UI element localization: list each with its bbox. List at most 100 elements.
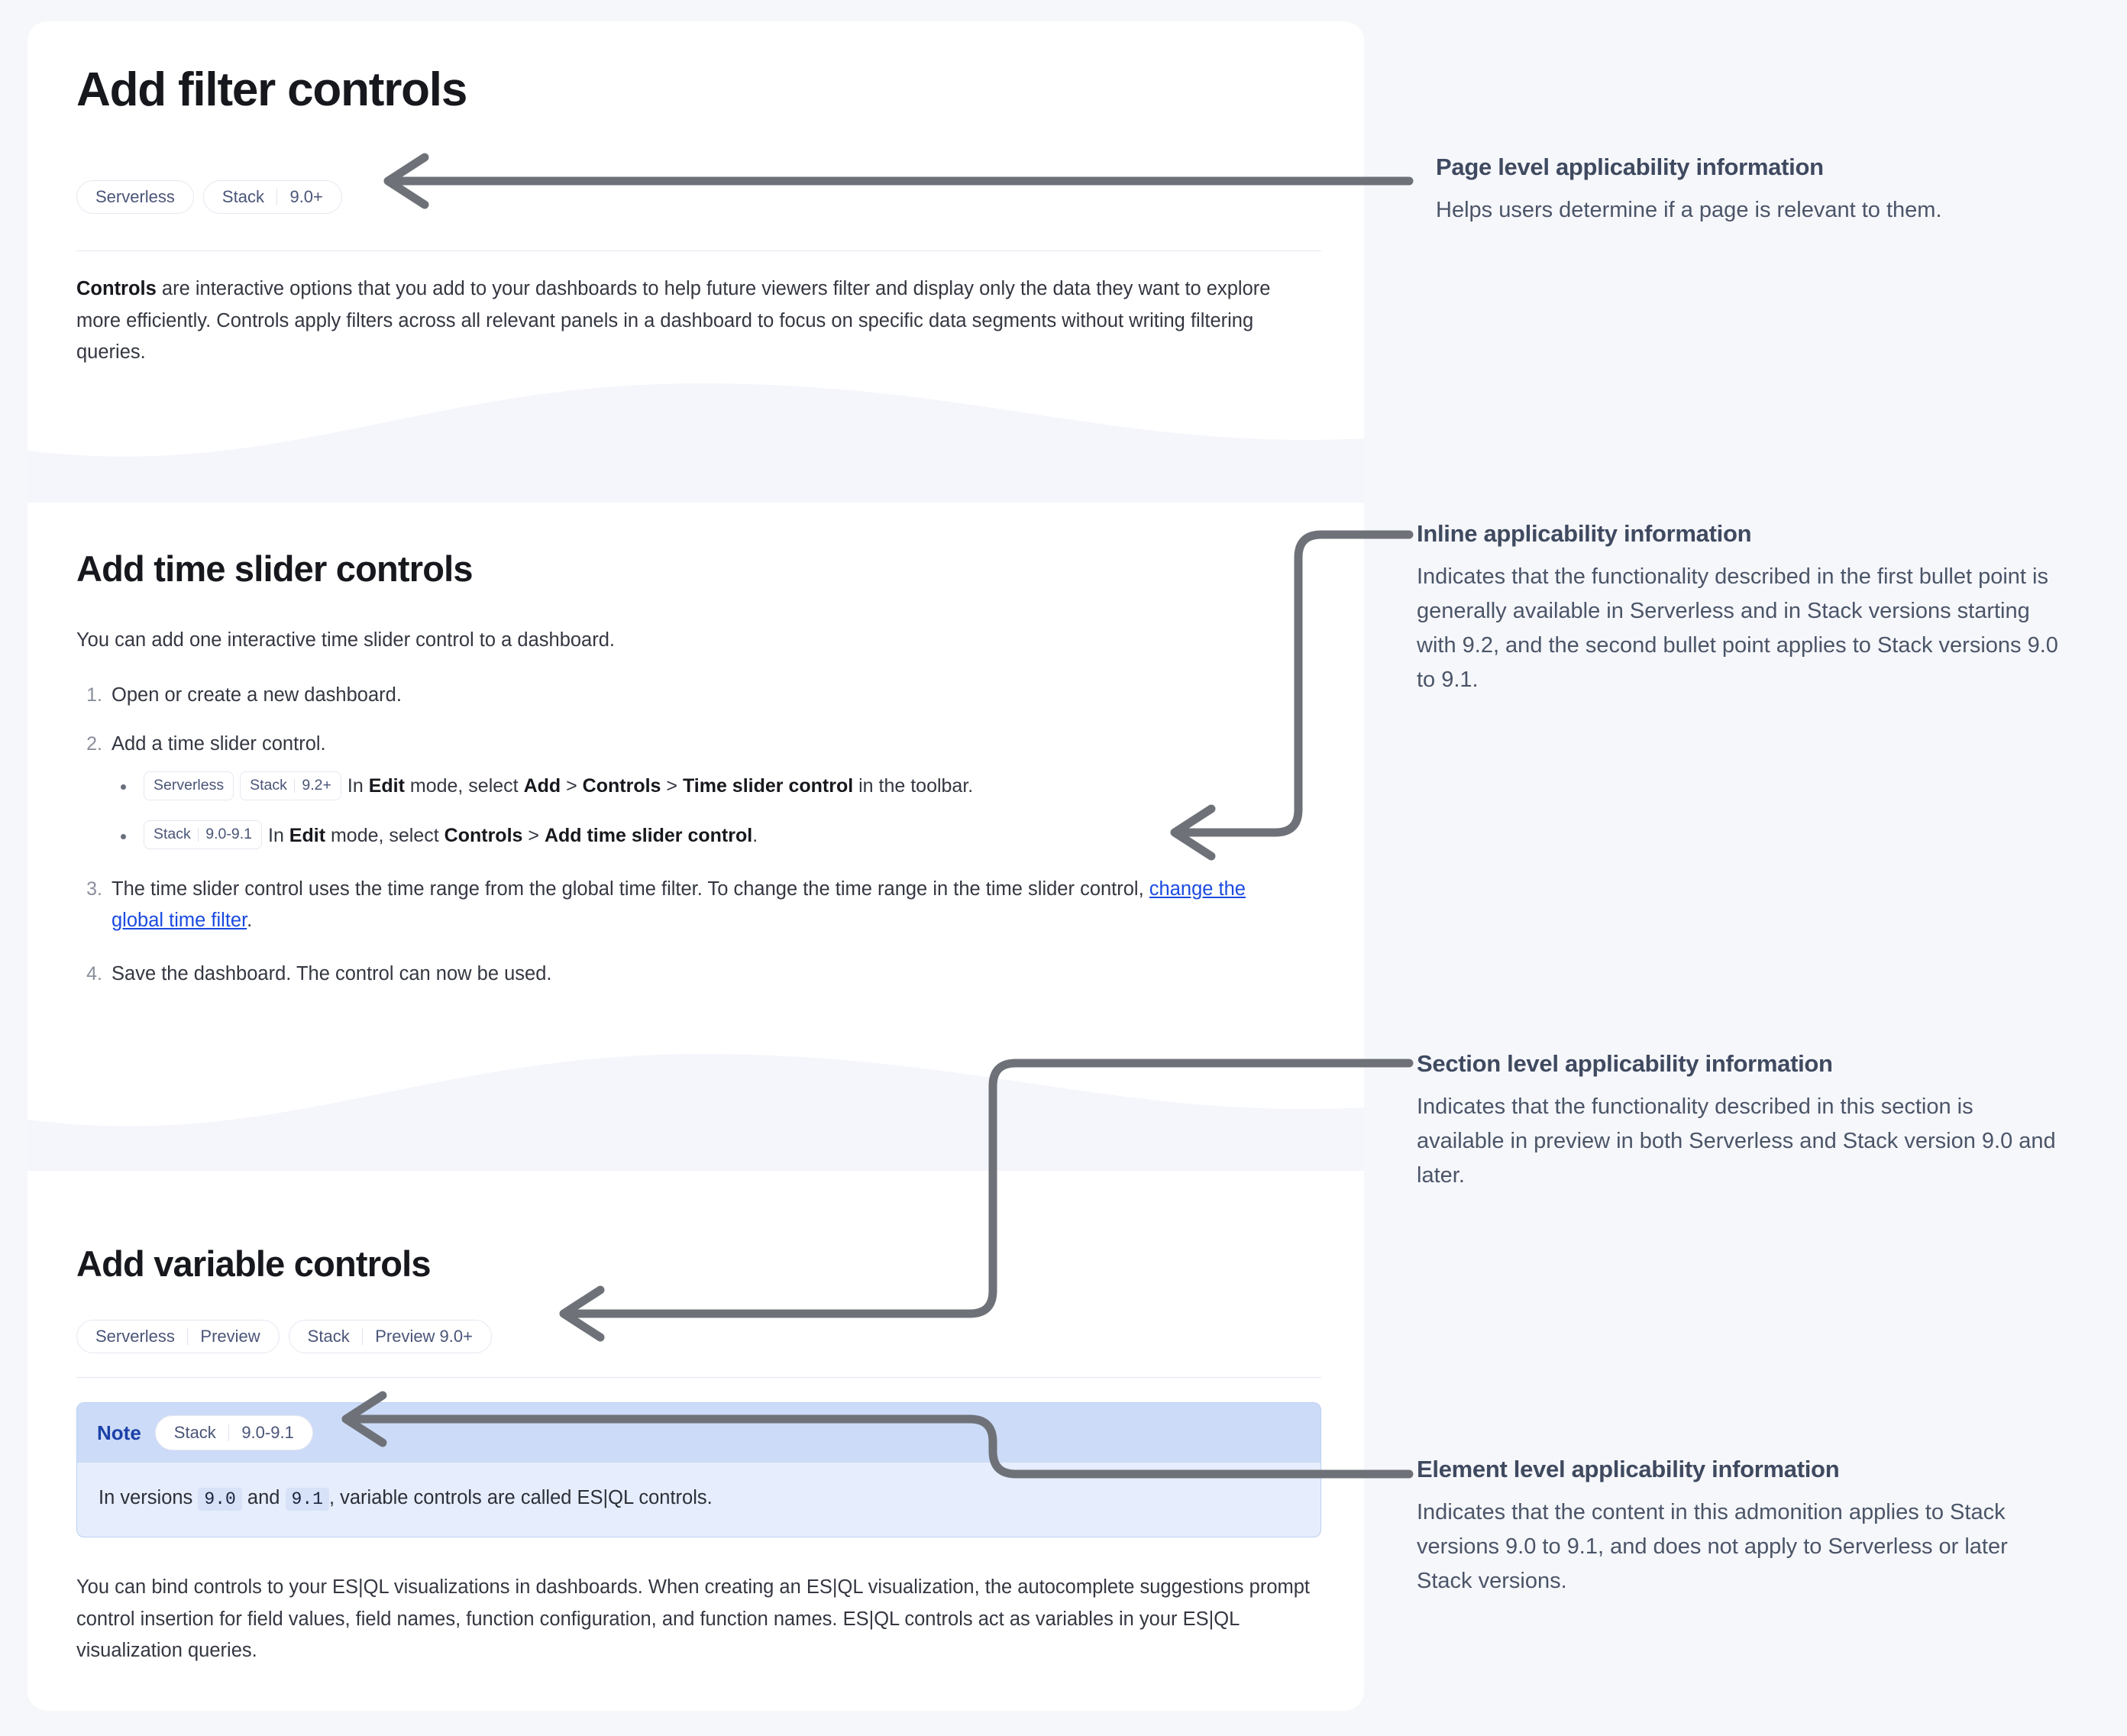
- pill-segment-label: Stack: [173, 1423, 216, 1442]
- note-text: and: [241, 1487, 286, 1508]
- page-applicability-row: Serverless Stack 9.0+: [76, 180, 342, 214]
- list-item-text: Save the dashboard. The control can now …: [112, 963, 552, 985]
- section-title-variable-controls: Add variable controls: [76, 1243, 432, 1284]
- t: >: [661, 775, 683, 797]
- inline-badge-stack[interactable]: Stack 9.2+: [240, 771, 341, 800]
- annotation-heading: Element level applicability information: [1417, 1456, 1840, 1482]
- list-item-number: 2.: [86, 732, 102, 755]
- bullet-text: In Edit mode, select Controls > Add time…: [268, 825, 758, 846]
- t: .: [752, 824, 758, 846]
- pill-divider: [276, 189, 278, 205]
- section-applicability-stack[interactable]: Stack Preview 9.0+: [288, 1320, 492, 1353]
- pill-divider: [228, 1424, 230, 1441]
- list-item: Stack 9.0-9.1 In Edit mode, select Contr…: [112, 820, 1329, 851]
- pill-segment-version: 9.2+: [302, 776, 331, 794]
- intro-lead: Controls: [76, 278, 157, 299]
- variable-controls-paragraph: You can bind controls to your ES|QL visu…: [76, 1576, 1311, 1662]
- pill-segment-lifecycle: Preview: [200, 1327, 260, 1346]
- pill-segment-version: 9.0-9.1: [241, 1423, 294, 1442]
- bullet-dot: [121, 784, 126, 790]
- t: Controls: [582, 775, 661, 797]
- inline-badge-serverless[interactable]: Serverless: [144, 771, 234, 800]
- t: Edit: [289, 824, 326, 846]
- wave-separator-1: [27, 380, 1364, 503]
- t: Add: [523, 775, 561, 797]
- t: mode, select: [325, 824, 444, 846]
- section-title-time-slider: Add time slider controls: [76, 548, 474, 589]
- pill-segment-label: Stack: [250, 776, 287, 794]
- inline-code-version-91: 9.1: [285, 1488, 329, 1511]
- list-item: 4. Save the dashboard. The control can n…: [76, 959, 1329, 991]
- t: Edit: [368, 775, 405, 797]
- annotation-body: Indicates that the content in this admon…: [1417, 1500, 2008, 1594]
- pill-segment-version: 9.0-9.1: [205, 826, 252, 843]
- annotation-body: Indicates that the functionality describ…: [1417, 1094, 2056, 1188]
- section-applicability-row: Serverless Preview Stack Preview 9.0+: [76, 1320, 492, 1353]
- list-item-text: Add a time slider control.: [112, 732, 326, 755]
- annotation-inline: Inline applicability information Indicat…: [1417, 519, 2058, 697]
- list-item: 2. Add a time slider control. Serverless…: [76, 729, 1329, 851]
- t: In: [347, 775, 369, 797]
- list-item: 3. The time slider control uses the time…: [76, 874, 1329, 937]
- annotation-page-level: Page level applicability information Hel…: [1436, 153, 2077, 228]
- page-applicability-serverless[interactable]: Serverless: [76, 180, 194, 214]
- t: >: [522, 824, 545, 846]
- annotation-section-level: Section level applicability information …: [1417, 1049, 2058, 1193]
- pill-segment-version: 9.0+: [289, 187, 323, 206]
- pill-segment-label: Serverless: [95, 187, 175, 206]
- wave-separator-2: [27, 1037, 1364, 1171]
- note-header: Note Stack 9.0-9.1: [77, 1403, 1320, 1463]
- annotation-body: Helps users determine if a page is relev…: [1436, 198, 1942, 223]
- note-label: Note: [97, 1421, 141, 1444]
- t: in the toolbar.: [853, 775, 974, 797]
- list-item: Serverless Stack 9.2+ In Edit mode, sele…: [112, 771, 1329, 801]
- pill-divider: [293, 778, 296, 793]
- note-text: , variable controls are called ES|QL con…: [328, 1487, 713, 1508]
- inline-applicability-bullets: Serverless Stack 9.2+ In Edit mode, sele…: [112, 771, 1329, 851]
- list-item-number: 1.: [86, 684, 102, 706]
- pill-segment-label: Stack: [307, 1327, 350, 1346]
- pill-divider: [197, 827, 199, 842]
- annotation-element-level: Element level applicability information …: [1417, 1455, 2058, 1599]
- annotation-heading: Page level applicability information: [1436, 154, 1824, 180]
- documentation-card: Add filter controls Serverless Stack 9.0…: [27, 21, 1364, 1711]
- pill-segment-label: Serverless: [95, 1327, 175, 1346]
- list-item: 1. Open or create a new dashboard.: [76, 680, 1329, 712]
- global-time-filter-link[interactable]: change the global time filter: [112, 878, 1246, 932]
- pill-segment-label: Stack: [221, 187, 264, 206]
- t: Controls: [444, 824, 523, 846]
- list-item-text: Open or create a new dashboard.: [112, 684, 402, 706]
- annotation-heading: Section level applicability information: [1417, 1050, 1833, 1077]
- note-applicability-badge[interactable]: Stack 9.0-9.1: [154, 1415, 313, 1450]
- pill-divider: [186, 1328, 189, 1345]
- bullet-dot: [121, 833, 126, 839]
- intro-paragraph: Controls are interactive options that yo…: [76, 273, 1314, 369]
- pill-segment-label: Stack: [154, 826, 191, 843]
- page-title: Add filter controls: [76, 63, 467, 116]
- bullet-text: In Edit mode, select Add > Controls > Ti…: [347, 775, 973, 797]
- note-body: In versions 9.0 and 9.1, variable contro…: [77, 1463, 1320, 1537]
- t: In: [268, 824, 289, 846]
- list-item-text: The time slider control uses the time ra…: [112, 878, 1149, 900]
- inline-code-version-90: 9.0: [198, 1488, 242, 1511]
- t: Add time slider control: [544, 824, 753, 846]
- annotation-body: Indicates that the functionality describ…: [1417, 564, 2058, 692]
- t: mode, select: [404, 775, 524, 797]
- t: Time slider control: [682, 775, 854, 797]
- list-item-number: 3.: [86, 878, 102, 900]
- section-applicability-serverless[interactable]: Serverless Preview: [76, 1320, 280, 1353]
- page-applicability-stack[interactable]: Stack 9.0+: [202, 180, 342, 214]
- pill-segment-label: Serverless: [154, 776, 225, 794]
- t: >: [561, 775, 583, 797]
- time-slider-intro: You can add one interactive time slider …: [76, 629, 615, 651]
- intro-rest: are interactive options that you add to …: [76, 278, 1271, 364]
- pill-divider: [361, 1328, 364, 1345]
- pill-segment-lifecycle-version: Preview 9.0+: [375, 1327, 473, 1346]
- list-item-number: 4.: [86, 963, 102, 985]
- note-admonition: Note Stack 9.0-9.1 In versions 9.0 and 9…: [76, 1402, 1321, 1537]
- list-item-text-tail: .: [247, 910, 253, 932]
- note-text: In versions: [99, 1487, 199, 1508]
- section-divider: [76, 1377, 1321, 1378]
- inline-badge-stack[interactable]: Stack 9.0-9.1: [144, 820, 262, 849]
